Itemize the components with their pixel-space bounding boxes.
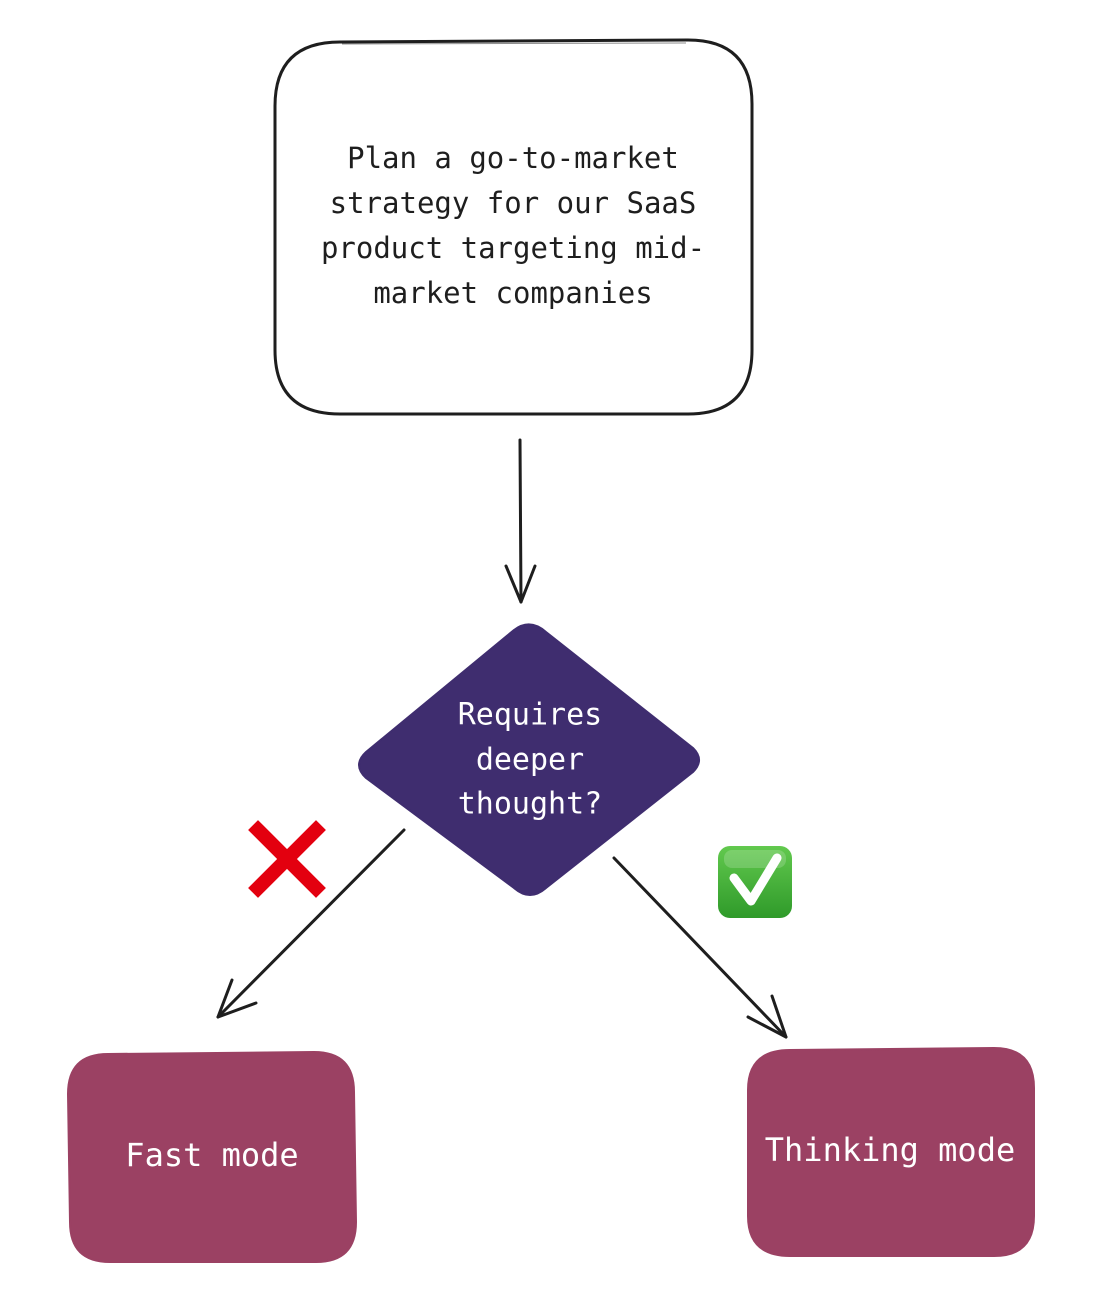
thinking-mode-label: Thinking mode xyxy=(765,1131,1015,1169)
prompt-box xyxy=(273,38,754,416)
fast-mode-label: Fast mode xyxy=(125,1136,298,1174)
prompt-line-2: strategy for our SaaS xyxy=(330,186,697,220)
green-check-icon xyxy=(718,846,792,918)
prompt-line-3: product targeting mid- xyxy=(321,231,705,265)
arrow-to-thinking-mode xyxy=(612,856,788,1039)
arrow-prompt-to-decision xyxy=(504,438,537,604)
decision-line-2: deeper xyxy=(476,743,584,778)
decision-diamond xyxy=(358,623,700,896)
decision-line-3: thought? xyxy=(458,787,603,822)
prompt-node: Plan a go-to-market strategy for our Saa… xyxy=(273,38,754,416)
decision-line-1: Requires xyxy=(458,698,603,733)
decision-node: Requires deeper thought? xyxy=(358,623,700,896)
thinking-mode-node: Thinking mode xyxy=(747,1047,1035,1257)
fast-mode-node: Fast mode xyxy=(67,1051,357,1263)
fast-mode-box xyxy=(67,1051,357,1263)
red-cross-icon xyxy=(248,820,326,898)
arrow-to-fast-mode xyxy=(216,828,406,1019)
thinking-mode-box xyxy=(747,1047,1035,1257)
prompt-line-1: Plan a go-to-market xyxy=(347,141,679,175)
prompt-line-4: market companies xyxy=(373,276,652,310)
